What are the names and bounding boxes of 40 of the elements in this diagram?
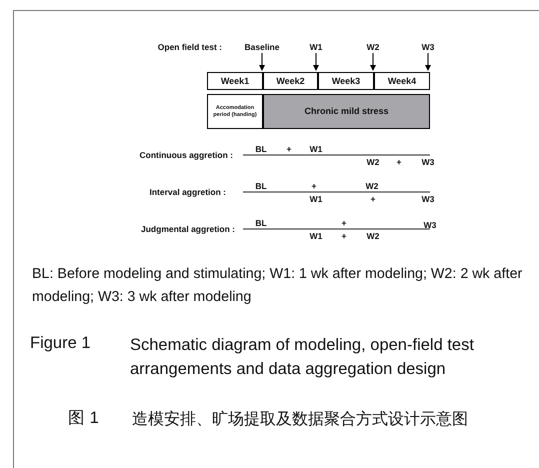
arrow <box>259 52 265 71</box>
note-text: BL: Before modeling and stimulating; W1: 1 wk after modeling; W2: 2 wk after modeling; W3: 3 wk after modeling <box>32 265 524 307</box>
timepoint-label: W2 <box>366 181 378 191</box>
period-box: Chronic mild stress <box>263 94 430 129</box>
week-box: Week4 <box>374 72 430 90</box>
timepoint-label: BL <box>255 144 267 154</box>
timepoint-label: W1 <box>310 231 322 241</box>
figure-number: Figure 1 <box>30 334 91 353</box>
plus-sign: + <box>286 144 292 154</box>
timepoint-label: W1 <box>310 42 322 52</box>
row-label: Judgmental aggretion : <box>141 224 235 234</box>
figure-number: 图 1 <box>68 408 99 429</box>
timepoint-label: W3 <box>424 220 436 230</box>
timepoint-label: W1 <box>310 144 322 154</box>
arrow <box>370 52 376 71</box>
timepoint-label: W2 <box>366 157 380 167</box>
plus-sign: + <box>312 181 316 191</box>
plus-sign: + <box>342 218 346 228</box>
row-label: Open field test : <box>158 42 222 52</box>
figure-caption: Schematic diagram of modeling, open-field test arrangements and data aggregation design <box>130 335 475 380</box>
arrow <box>313 52 319 71</box>
week-box: Week2 <box>263 72 318 90</box>
plus-sign: + <box>370 194 376 204</box>
timepoint-label: BL <box>255 181 267 191</box>
arrow <box>425 52 431 71</box>
plus-sign: + <box>342 231 346 241</box>
week-box: Week3 <box>318 72 374 90</box>
timepoint-label: W3 <box>422 157 434 167</box>
timepoint-label: W2 <box>366 42 380 52</box>
timepoint-label: Baseline <box>244 42 280 52</box>
figure-caption: 造模安排、旷场提取及数据聚合方式设计示意图 <box>132 408 469 430</box>
timepoint-label: BL <box>255 218 267 228</box>
timepoint-label: W3 <box>422 194 434 204</box>
timepoint-label: W1 <box>310 194 322 204</box>
plus-sign: + <box>396 157 402 167</box>
timepoint-label: W2 <box>366 231 380 241</box>
row-label: Interval aggretion : <box>149 187 226 197</box>
row-label: Continuous aggretion : <box>140 150 233 160</box>
week-box: Week1 <box>207 72 263 90</box>
timepoint-label: W3 <box>422 42 434 52</box>
